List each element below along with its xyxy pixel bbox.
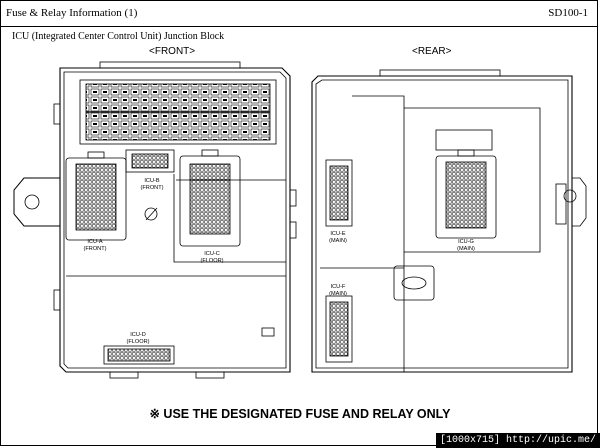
connector-icu-c [179,149,241,247]
icu-a-loc: (FRONT) [84,246,107,252]
header-bar: Fuse & Relay Information (1) SD100-1 [0,0,598,27]
front-view-label: <FRONT> [149,46,196,57]
icu-e-label: ICU-E [330,231,345,237]
connector-icu-g [435,149,497,239]
icu-d-loc: (FLOOR) [127,339,150,345]
icu-g-loc: (MAIN) [457,246,475,252]
header-code: SD100-1 [548,7,588,19]
icu-g-label: ICU-G [458,239,474,245]
connector-icu-f [325,295,353,363]
rear-unit [311,69,587,373]
icu-d-label: ICU-D [130,332,146,338]
icu-f-label: ICU-F [331,284,346,290]
icu-f-loc: (MAIN) [329,291,347,297]
connector-icu-e [325,159,353,227]
rear-view-label: <REAR> [412,46,452,57]
connector-icu-d [103,345,175,365]
designated-fuse-note: ※ USE THE DESIGNATED FUSE AND RELAY ONLY [149,407,451,421]
icu-c-label: ICU-C [204,251,220,257]
watermark: [1000x715] http://upic.me/ [435,433,600,448]
connector-icu-b [125,149,175,173]
icu-b-label: ICU-B [144,178,159,184]
diagram-subtitle: ICU (Integrated Center Control Unit) Jun… [12,31,225,42]
icu-e-loc: (MAIN) [329,238,347,244]
header-title: Fuse & Relay Information (1) [6,7,138,19]
front-unit [13,61,297,379]
connector-icu-a [65,151,127,241]
icu-b-loc: (FRONT) [141,185,164,191]
icu-c-loc: (FLOOR) [201,258,224,264]
icu-a-label: ICU-A [87,239,102,245]
